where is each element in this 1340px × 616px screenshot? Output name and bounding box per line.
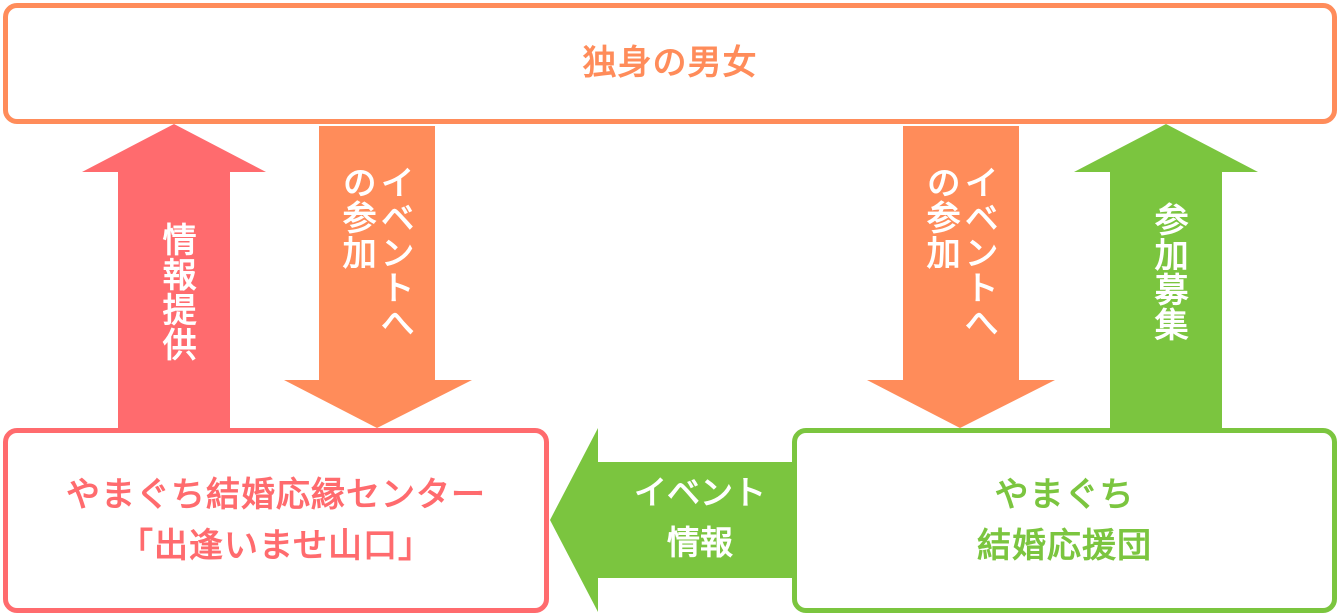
left-box-marriage-center: やまぐち結婚応縁センター 「出逢いませ山口」	[3, 428, 549, 613]
info-provision-label: 情報提供	[156, 222, 197, 362]
event-info-line2: 情報	[667, 522, 733, 562]
recruit-label: 参加募集	[1148, 202, 1189, 342]
right-box-support-team: やまぐち 結婚応援団	[792, 428, 1337, 613]
event-join-right-arrow	[867, 126, 1055, 428]
right-box-line1: やまぐち	[994, 474, 1135, 515]
left-box-line2: 「出逢いませ山口」	[119, 525, 433, 566]
right-box-line2: 結婚応援団	[977, 525, 1152, 566]
top-box-singles: 独身の男女	[3, 3, 1337, 124]
event-join-left-arrow	[284, 126, 472, 428]
recruit-arrow	[1074, 124, 1258, 428]
event-info-line1: イベント	[634, 473, 766, 512]
left-box-line1: やまぐち結婚応縁センター	[66, 474, 486, 515]
event-info-arrow	[550, 428, 793, 612]
event-join-right-label: イベントへ の参加	[920, 165, 999, 340]
info-provision-arrow	[82, 124, 266, 428]
event-join-left-label: イベントへ の参加	[336, 165, 415, 340]
event-info-label: イベント 情報	[610, 468, 790, 567]
top-box-label: 独身の男女	[582, 43, 758, 83]
